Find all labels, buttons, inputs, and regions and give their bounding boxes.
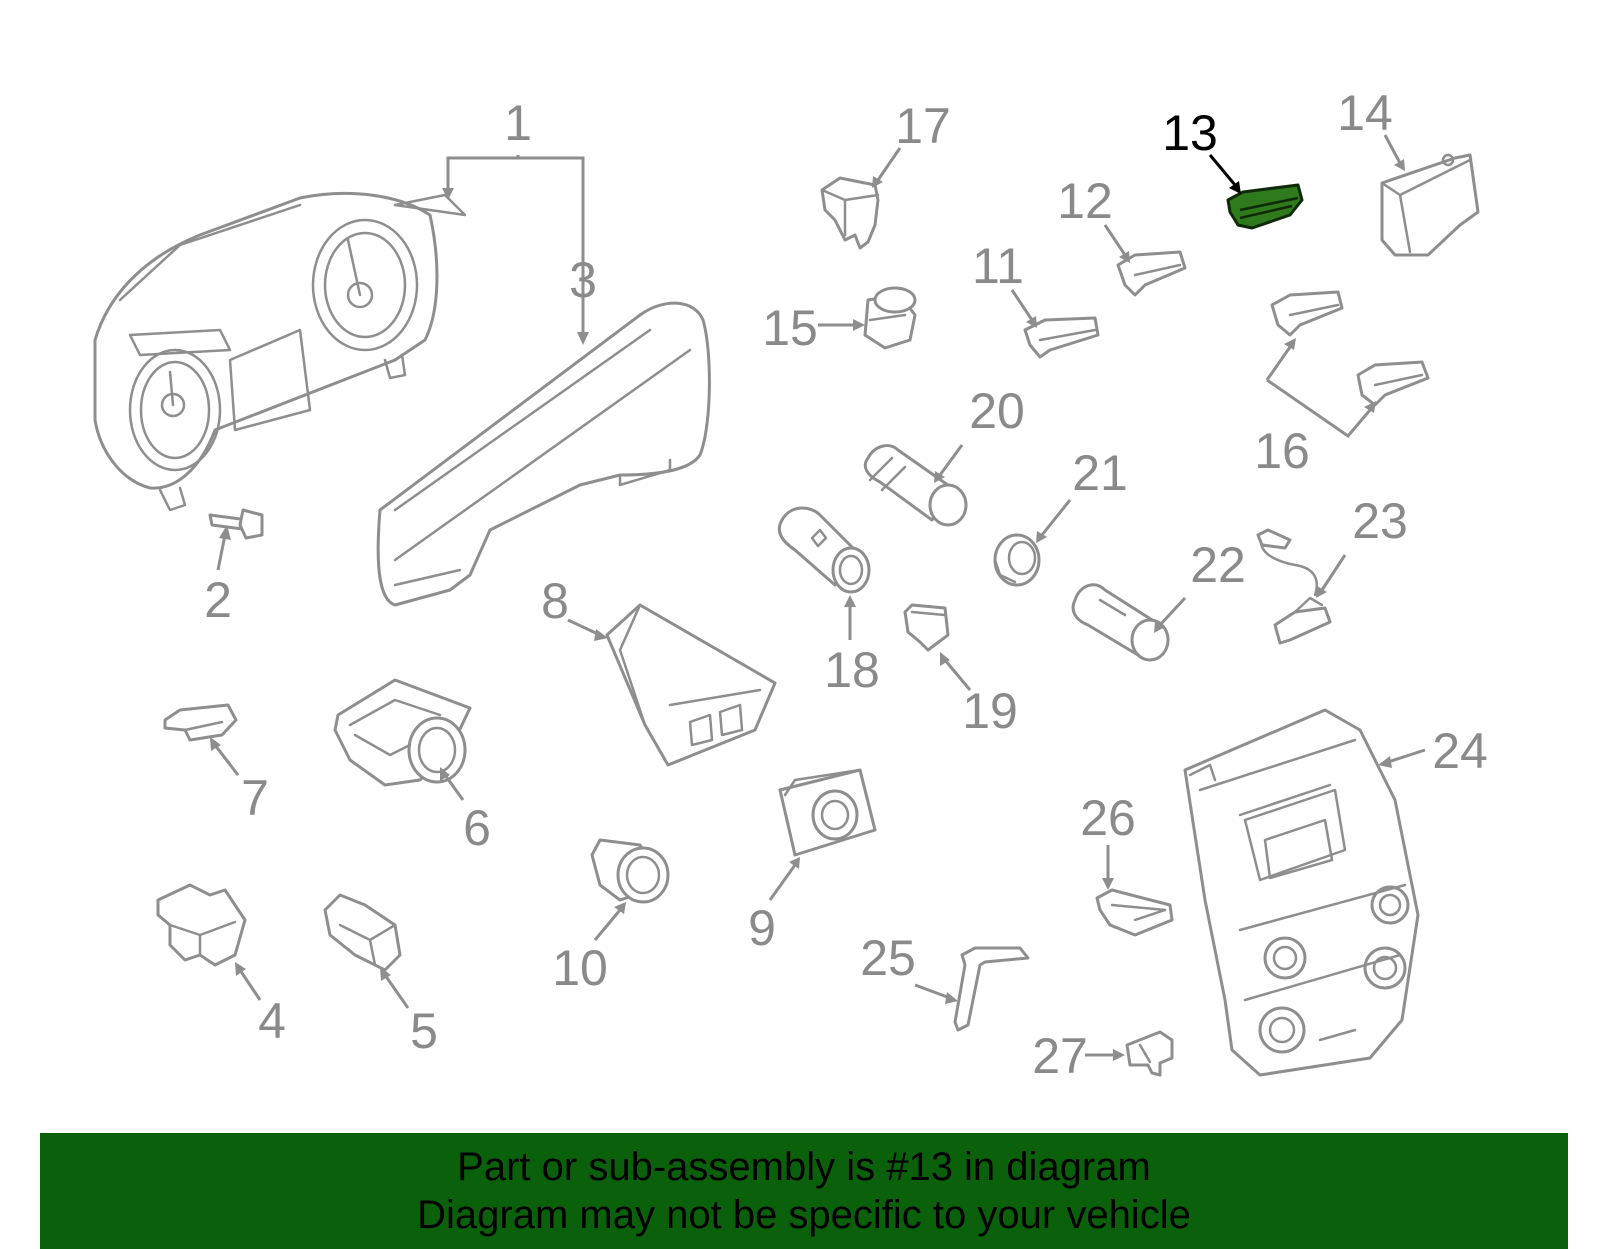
part-23-wire-harness[interactable] <box>1256 528 1332 645</box>
part-21-ring[interactable] <box>993 533 1041 587</box>
part-24-center-stack-bezel[interactable] <box>1183 708 1420 1077</box>
callout-26: 26 <box>1080 790 1136 846</box>
callout-21: 21 <box>1072 445 1128 501</box>
part-6-headlamp-switch[interactable] <box>333 678 472 787</box>
callout-7: 7 <box>241 770 269 826</box>
callout-25: 25 <box>860 930 916 986</box>
part-5-switch[interactable] <box>323 893 402 972</box>
part-2-screw[interactable] <box>208 508 264 540</box>
part-25-bracket[interactable] <box>953 946 1030 1032</box>
callout-5: 5 <box>410 1003 438 1059</box>
part-26-usb-port[interactable] <box>1095 888 1174 937</box>
callout-labels: 1 2 3 4 5 6 7 8 9 10 11 12 13 14 15 16 1… <box>204 85 1488 1084</box>
callout-4: 4 <box>258 993 286 1049</box>
part-10-push-button[interactable] <box>590 838 670 904</box>
callout-22: 22 <box>1190 537 1246 593</box>
part-27-sensor[interactable] <box>1125 1030 1174 1077</box>
part-19-plug[interactable] <box>903 603 950 652</box>
callout-9: 9 <box>748 900 776 956</box>
part-17-clip[interactable] <box>820 176 880 250</box>
part-4-switch[interactable] <box>156 883 247 967</box>
callout-16: 16 <box>1254 423 1310 479</box>
part-9-knob-switch[interactable] <box>778 768 877 857</box>
callout-27: 27 <box>1032 1028 1088 1084</box>
part-8-housing[interactable] <box>605 603 777 767</box>
callout-11: 11 <box>972 238 1024 294</box>
part-18-power-socket[interactable] <box>777 506 871 594</box>
callout-10: 10 <box>552 940 608 996</box>
callout-20: 20 <box>969 383 1025 439</box>
part-11-switch[interactable] <box>1023 316 1100 359</box>
callout-2: 2 <box>204 572 232 628</box>
part-22-socket[interactable] <box>1071 583 1170 662</box>
part-7-switch[interactable] <box>163 703 238 742</box>
callout-12: 12 <box>1057 173 1113 229</box>
callout-19: 19 <box>962 683 1018 739</box>
part-15-sensor[interactable] <box>863 286 917 350</box>
part-13-highlighted-switch[interactable] <box>1226 183 1304 230</box>
part-3-cluster-bezel[interactable] <box>376 301 711 607</box>
part-12-switch[interactable] <box>1116 250 1187 297</box>
part-1-instrument-cluster[interactable] <box>93 192 467 512</box>
callout-24: 24 <box>1432 723 1488 779</box>
callout-8: 8 <box>541 573 569 629</box>
part-20-lighter-element[interactable] <box>863 444 968 527</box>
part-16-switch-pair[interactable] <box>1270 290 1430 407</box>
callout-1: 1 <box>504 95 532 151</box>
banner-line-part-number: Part or sub-assembly is #13 in diagram <box>457 1145 1151 1189</box>
leader-lines <box>210 134 1426 1061</box>
callout-23: 23 <box>1352 493 1408 549</box>
callout-6: 6 <box>463 800 491 856</box>
banner-line-disclaimer: Diagram may not be specific to your vehi… <box>417 1193 1191 1237</box>
callout-14: 14 <box>1337 85 1393 141</box>
callout-17: 17 <box>895 98 951 154</box>
info-banner: Part or sub-assembly is #13 in diagram D… <box>40 1133 1568 1249</box>
callout-13: 13 <box>1162 105 1218 161</box>
callout-3: 3 <box>569 252 597 308</box>
callout-18: 18 <box>824 642 880 698</box>
part-14-module[interactable] <box>1380 153 1480 257</box>
callout-15: 15 <box>762 300 818 356</box>
